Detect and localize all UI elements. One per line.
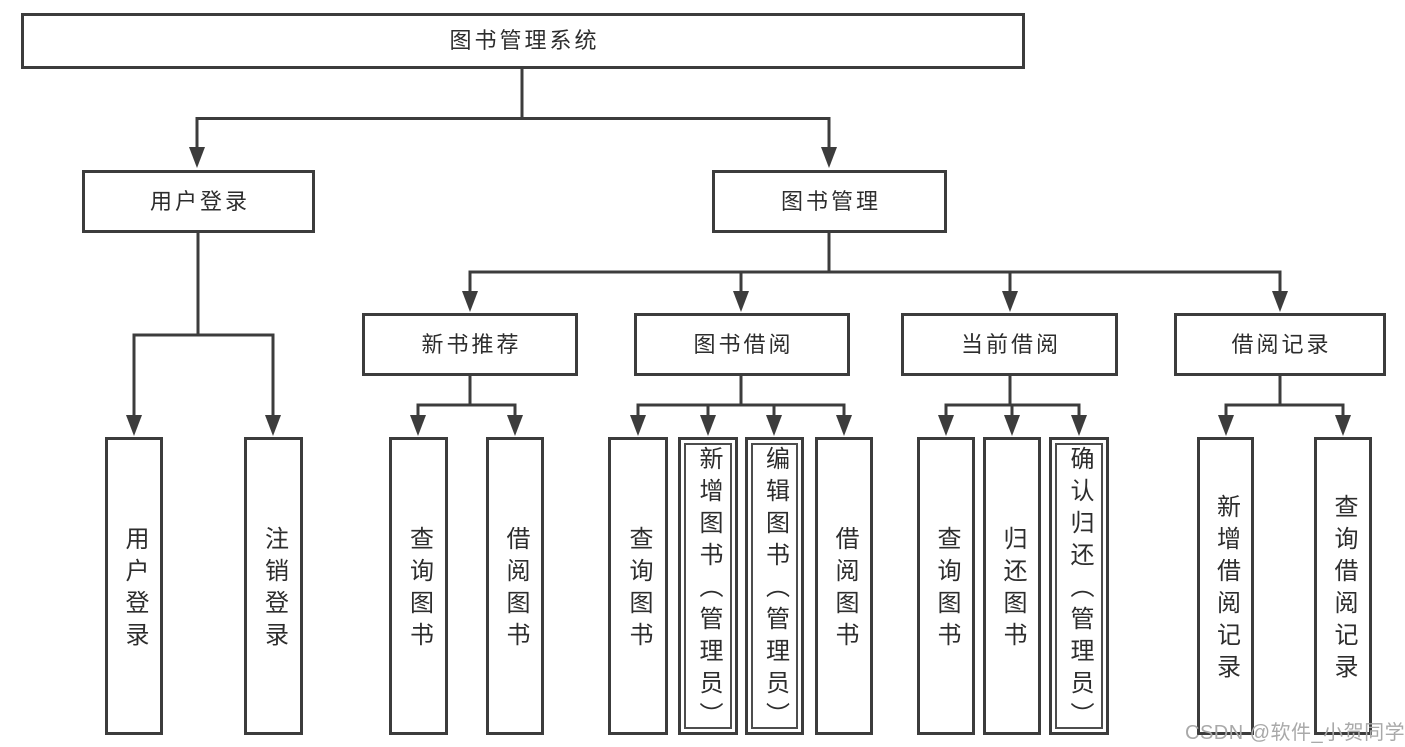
node-current-borrow: 当前借阅 xyxy=(901,313,1118,376)
node-label: 编辑图书（管理员） xyxy=(761,446,789,734)
node-label: 借阅图书 xyxy=(831,526,858,654)
node-label: 确认归还（管理员） xyxy=(1066,446,1093,734)
node-label: 注销登录 xyxy=(260,526,288,654)
node-label: 查询图书 xyxy=(625,526,652,654)
node-label: 新书推荐 xyxy=(421,331,522,357)
leaf-user-login: 用户登录 xyxy=(105,437,163,735)
csdn-watermark: CSDN @软件_小贺同学 xyxy=(1185,722,1405,744)
node-label: 查询图书 xyxy=(405,526,433,654)
node-root-library-system: 图书管理系统 xyxy=(21,13,1025,69)
node-new-book-recommend: 新书推荐 xyxy=(362,313,578,376)
leaf-edit-books-admin: 编辑图书（管理员） xyxy=(745,437,804,735)
node-label: 新增借阅记录 xyxy=(1212,494,1240,686)
node-borrow-records: 借阅记录 xyxy=(1174,313,1386,376)
node-label: 新增图书（管理员） xyxy=(695,446,722,734)
leaf-return-books: 归还图书 xyxy=(983,437,1041,735)
node-label: 用户登录 xyxy=(121,526,148,654)
node-label: 借阅图书 xyxy=(502,526,529,654)
node-label: 借阅记录 xyxy=(1231,331,1332,357)
node-label: 图书借阅 xyxy=(693,331,794,357)
leaf-query-books-recommend: 查询图书 xyxy=(389,437,448,735)
node-user-login: 用户登录 xyxy=(82,170,315,233)
leaf-borrow-books: 借阅图书 xyxy=(815,437,873,735)
leaf-confirm-return-admin: 确认归还（管理员） xyxy=(1049,437,1109,735)
node-book-management: 图书管理 xyxy=(712,170,947,233)
node-label: 用户登录 xyxy=(149,188,250,214)
leaf-query-borrow-record: 查询借阅记录 xyxy=(1314,437,1372,735)
leaf-add-borrow-record: 新增借阅记录 xyxy=(1197,437,1254,735)
leaf-query-books-borrow: 查询图书 xyxy=(608,437,668,735)
leaf-add-books-admin: 新增图书（管理员） xyxy=(678,437,738,735)
leaf-logout: 注销登录 xyxy=(244,437,303,735)
arrowheads xyxy=(126,147,1351,436)
node-book-borrow: 图书借阅 xyxy=(634,313,850,376)
node-label: 当前借阅 xyxy=(960,331,1061,357)
leaf-query-books-current: 查询图书 xyxy=(917,437,975,735)
node-label: 查询图书 xyxy=(933,526,960,654)
node-label: 图书管理系统 xyxy=(449,28,600,53)
node-label: 归还图书 xyxy=(999,526,1026,654)
node-label: 查询借阅记录 xyxy=(1330,494,1357,686)
node-label: 图书管理 xyxy=(780,188,881,214)
leaf-borrow-books-recommend: 借阅图书 xyxy=(486,437,544,735)
